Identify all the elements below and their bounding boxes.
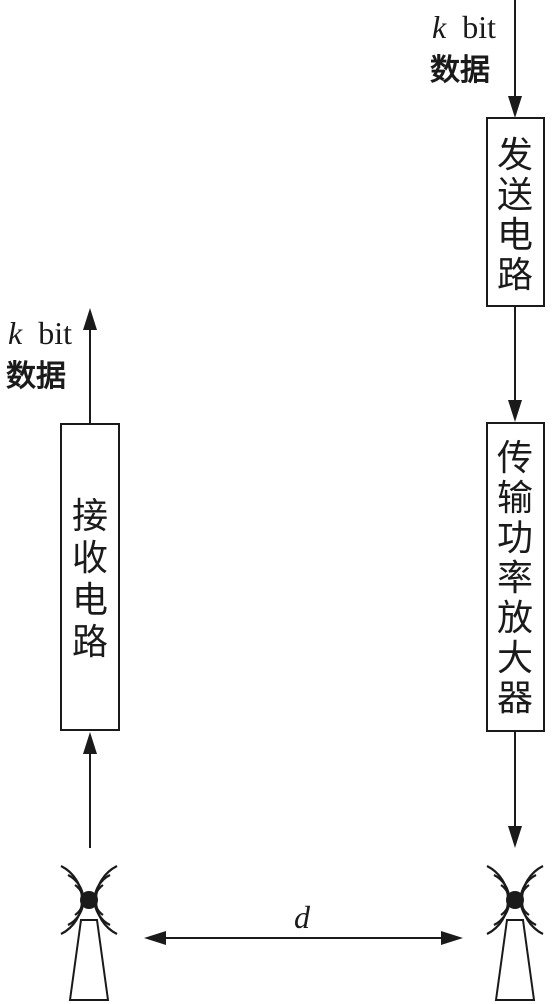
transmit-antenna-icon <box>486 865 544 1001</box>
amplifier-char-2: 输 <box>497 478 533 519</box>
amplifier-char-4: 率 <box>497 558 533 599</box>
data-text: 数据 <box>430 53 490 88</box>
transmit-circuit-block: 发 送 电 路 <box>486 117 545 307</box>
receive-char-3: 电 <box>72 580 108 621</box>
svg-text:k bit: k bit <box>432 9 496 45</box>
distance-label: d <box>294 899 311 935</box>
bit-unit: bit <box>462 9 496 45</box>
bit-unit: bit <box>38 315 72 351</box>
k-symbol: k <box>432 9 447 45</box>
transmit-char-1: 发 <box>497 135 533 176</box>
amplifier-char-3: 功 <box>497 518 533 559</box>
receiver-output-arrow <box>83 308 97 424</box>
receive-char-1: 接 <box>72 496 108 537</box>
input-arrow <box>508 0 522 118</box>
amplifier-char-5: 放 <box>497 598 533 639</box>
output-data-label: k bit 数据 <box>6 315 72 394</box>
transmit-to-amplifier-arrow <box>508 306 522 422</box>
transmit-char-3: 电 <box>497 215 533 256</box>
receive-char-4: 路 <box>72 622 108 663</box>
transmit-char-4: 路 <box>497 255 533 296</box>
amplifier-char-1: 传 <box>497 438 533 479</box>
distance-arrow <box>144 931 463 945</box>
antenna-to-receiver-arrow <box>83 732 97 848</box>
receive-antenna-icon <box>60 865 118 1001</box>
receive-char-2: 收 <box>72 538 108 579</box>
amplifier-char-7: 器 <box>497 678 533 719</box>
transmit-char-2: 送 <box>497 175 533 216</box>
data-text: 数据 <box>6 359 66 394</box>
power-amplifier-block: 传 输 功 率 放 大 器 <box>486 422 545 732</box>
receive-circuit-block: 接 收 电 路 <box>60 423 120 731</box>
amplifier-to-antenna-arrow <box>508 731 522 848</box>
svg-text:k bit: k bit <box>8 315 72 351</box>
k-symbol: k <box>8 315 23 351</box>
amplifier-char-6: 大 <box>497 638 533 679</box>
input-data-label: k bit 数据 <box>430 9 496 88</box>
